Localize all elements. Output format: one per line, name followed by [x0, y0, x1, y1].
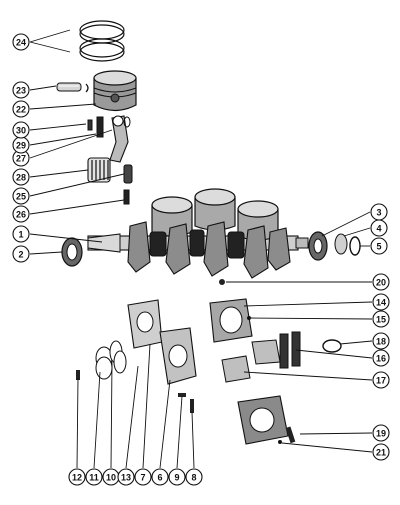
callout-24: 24 [12, 33, 30, 51]
callout-2: 2 [12, 245, 30, 263]
callout-9: 9 [168, 468, 186, 486]
svg-text:4: 4 [376, 224, 381, 234]
callout-28: 28 [12, 168, 30, 186]
callout-20: 20 [372, 273, 390, 291]
rod-bolt-pieces [87, 116, 104, 138]
callout-12: 12 [68, 468, 86, 486]
svg-text:17: 17 [376, 376, 386, 386]
callout-27: 27 [12, 149, 30, 167]
needle-bearing-cage [87, 157, 111, 183]
center-main-bearing-upper [209, 298, 253, 343]
svg-text:10: 10 [106, 473, 116, 483]
svg-text:3: 3 [376, 208, 381, 218]
svg-text:13: 13 [121, 473, 131, 483]
connecting-rod [109, 115, 131, 163]
svg-text:19: 19 [376, 429, 386, 439]
end-cap-assembly [127, 299, 197, 413]
svg-text:28: 28 [16, 173, 26, 183]
rod-cap-screw [123, 164, 133, 205]
callout-1: 1 [12, 225, 30, 243]
svg-text:21: 21 [376, 448, 386, 458]
svg-text:23: 23 [16, 86, 26, 96]
main-bearing-races [221, 331, 301, 383]
callout-23: 23 [12, 81, 30, 99]
callout-14: 14 [372, 293, 390, 311]
callout-15: 15 [372, 310, 390, 328]
svg-text:30: 30 [16, 126, 26, 136]
callout-22: 22 [12, 100, 30, 118]
leader-lines [29, 29, 373, 469]
callout-7: 7 [134, 468, 152, 486]
center-main-bearing-lower [237, 395, 296, 445]
svg-text:5: 5 [376, 242, 381, 252]
crankshaft-assembly [87, 188, 309, 279]
svg-text:16: 16 [376, 354, 386, 364]
svg-text:14: 14 [376, 298, 386, 308]
front-ball-bearing [61, 237, 83, 267]
callout-30: 30 [12, 121, 30, 139]
svg-text:8: 8 [191, 473, 196, 483]
svg-text:12: 12 [72, 473, 82, 483]
callout-3: 3 [370, 203, 388, 221]
callout-10: 10 [102, 468, 120, 486]
piston-rings [79, 20, 125, 62]
wrist-pin [56, 82, 82, 92]
callout-18: 18 [372, 332, 390, 350]
callout-4: 4 [370, 219, 388, 237]
callouts: 1 2 3 4 5 6 7 8 [12, 33, 390, 486]
retaining-ring [322, 339, 342, 353]
svg-text:18: 18 [376, 337, 386, 347]
callout-6: 6 [151, 468, 169, 486]
callout-21: 21 [372, 443, 390, 461]
callout-8: 8 [185, 468, 203, 486]
reed-petals [95, 340, 127, 380]
callout-5: 5 [370, 237, 388, 255]
svg-text:20: 20 [376, 278, 386, 288]
callout-26: 26 [12, 205, 30, 223]
svg-text:7: 7 [140, 473, 145, 483]
callout-25: 25 [12, 187, 30, 205]
callout-13: 13 [117, 468, 135, 486]
check-ball [219, 279, 225, 285]
svg-text:9: 9 [174, 473, 179, 483]
svg-text:27: 27 [16, 154, 26, 164]
rear-bearing-set [308, 231, 361, 261]
svg-text:11: 11 [89, 473, 99, 483]
svg-text:1: 1 [18, 230, 23, 240]
callout-17: 17 [372, 371, 390, 389]
svg-text:22: 22 [16, 105, 26, 115]
svg-text:26: 26 [16, 210, 26, 220]
svg-text:24: 24 [16, 38, 26, 48]
small-dowel [76, 370, 80, 380]
svg-text:25: 25 [16, 192, 26, 202]
callout-29: 29 [12, 136, 30, 154]
svg-text:6: 6 [157, 473, 162, 483]
callout-16: 16 [372, 349, 390, 367]
svg-text:29: 29 [16, 141, 26, 151]
svg-text:2: 2 [18, 250, 23, 260]
callout-11: 11 [85, 468, 103, 486]
callout-19: 19 [372, 424, 390, 442]
piston-single [93, 70, 137, 112]
svg-text:15: 15 [376, 315, 386, 325]
